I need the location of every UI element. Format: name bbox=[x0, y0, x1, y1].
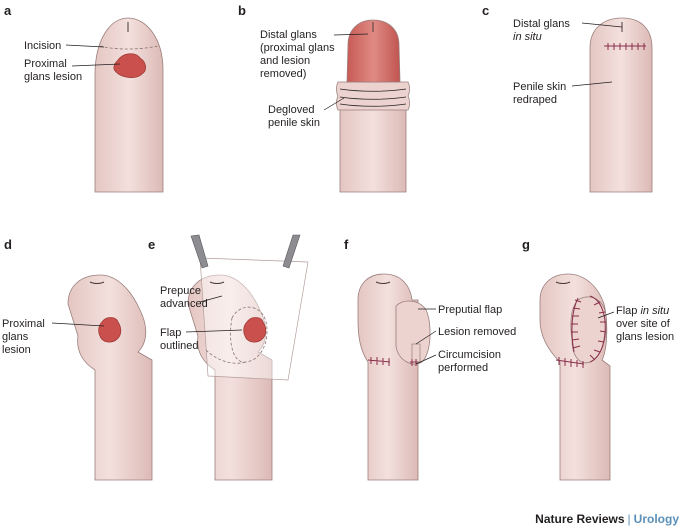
label-prepuce: Prepuce bbox=[160, 285, 201, 297]
panel-a: a Incision Proximal glans lesion bbox=[4, 3, 164, 193]
panel-d: d Proximal glans lesion bbox=[2, 237, 153, 481]
label-glans-lesion: glans lesion bbox=[24, 71, 82, 83]
penis-shaft-b bbox=[339, 107, 407, 193]
label-degloved: Degloved bbox=[268, 104, 314, 116]
label-outlined: outlined bbox=[160, 340, 199, 352]
panel-c: c Distal glans in situ Penile skin redra… bbox=[482, 3, 653, 193]
label-preputial-flap: Preputial flap bbox=[438, 304, 502, 316]
preputial-flap bbox=[395, 300, 431, 365]
journal-credit: Nature Reviews|Urology bbox=[535, 512, 679, 526]
label-proximal-glans: (proximal glans bbox=[260, 42, 335, 54]
leader-incision bbox=[65, 44, 105, 48]
circumcision-sutures-f bbox=[367, 357, 418, 366]
label-distal-glans-b: Distal glans bbox=[260, 29, 317, 41]
panel-e: e Prepuce advanced Flap outlined bbox=[148, 234, 309, 481]
lesion-e bbox=[243, 317, 267, 343]
label-glans-d: glans bbox=[2, 331, 29, 343]
meatus-f bbox=[375, 281, 391, 284]
skin-fold-2 bbox=[339, 96, 407, 100]
meatus-g bbox=[555, 281, 571, 284]
panel-g: g Flap in situ over site of glans lesion bbox=[522, 237, 674, 481]
leader-circumcision bbox=[415, 354, 437, 365]
panel-b: b Distal glans (proximal glans and lesio… bbox=[238, 3, 410, 193]
leader-lesion-d bbox=[51, 322, 105, 327]
label-glans-lesion-g: glans lesion bbox=[616, 331, 674, 343]
leader-lesion-a bbox=[71, 63, 121, 67]
leader-glans-b bbox=[333, 33, 369, 36]
panel-letter-f: f bbox=[344, 237, 349, 252]
panel-letter-e: e bbox=[148, 237, 155, 252]
label-redraped: redraped bbox=[513, 94, 557, 106]
label-lesion-removed: Lesion removed bbox=[438, 326, 516, 338]
label-over-site: over site of bbox=[616, 318, 671, 330]
lesion-a bbox=[113, 53, 146, 78]
forceps-right bbox=[282, 234, 301, 269]
panel-letter-a: a bbox=[4, 3, 12, 18]
label-circumcision: Circumcision bbox=[438, 349, 501, 361]
panel-letter-d: d bbox=[4, 237, 12, 252]
meatus-e bbox=[209, 281, 225, 284]
leader-flap-g bbox=[597, 311, 615, 319]
penis-c bbox=[589, 17, 653, 193]
penis-d bbox=[67, 274, 153, 481]
label-flap-g: Flap in situ bbox=[616, 305, 669, 317]
circumcision-sutures-g bbox=[555, 357, 585, 368]
label-in-situ-c: in situ bbox=[513, 31, 542, 43]
flap-sutures-g bbox=[571, 295, 607, 363]
leader-prepuce bbox=[199, 295, 223, 303]
label-advanced: advanced bbox=[160, 298, 208, 310]
label-distal-glans-c: Distal glans bbox=[513, 18, 570, 30]
skin-fold-1 bbox=[339, 88, 407, 92]
panel-letter-c: c bbox=[482, 3, 489, 18]
panel-letter-g: g bbox=[522, 237, 530, 252]
label-proximal-d: Proximal bbox=[2, 318, 45, 330]
suture-line-c bbox=[604, 43, 646, 50]
penis-a bbox=[94, 17, 164, 193]
journal-section: Urology bbox=[633, 512, 679, 526]
label-removed: removed) bbox=[260, 68, 306, 80]
panel-letter-b: b bbox=[238, 3, 246, 18]
skin-fold-3 bbox=[339, 103, 407, 107]
credit-separator: | bbox=[627, 512, 631, 526]
label-flap: Flap bbox=[160, 327, 181, 339]
label-and-lesion: and lesion bbox=[260, 55, 310, 67]
label-proximal: Proximal bbox=[24, 58, 67, 70]
leader-flap-e bbox=[185, 329, 243, 333]
degloved-skin-rings bbox=[336, 81, 410, 111]
lesion-d bbox=[98, 317, 122, 343]
journal-name: Nature Reviews bbox=[535, 512, 625, 526]
flap-outline bbox=[230, 306, 268, 363]
label-penile-skin: penile skin bbox=[268, 117, 320, 129]
flap-outline-outer bbox=[205, 349, 247, 364]
leader-skin-c bbox=[571, 81, 613, 87]
forceps-left bbox=[190, 234, 209, 269]
label-penile-skin-c: Penile skin bbox=[513, 81, 566, 93]
label-lesion-d: lesion bbox=[2, 344, 31, 356]
leader-glans-c bbox=[581, 22, 623, 28]
panel-f: f Preputial flap Lesion removed Circumci… bbox=[344, 237, 516, 481]
leader-lesion-removed bbox=[415, 330, 437, 345]
leader-skin-b bbox=[323, 97, 345, 111]
label-performed: performed bbox=[438, 362, 488, 374]
meatus-d bbox=[89, 281, 105, 284]
label-incision: Incision bbox=[24, 40, 61, 52]
